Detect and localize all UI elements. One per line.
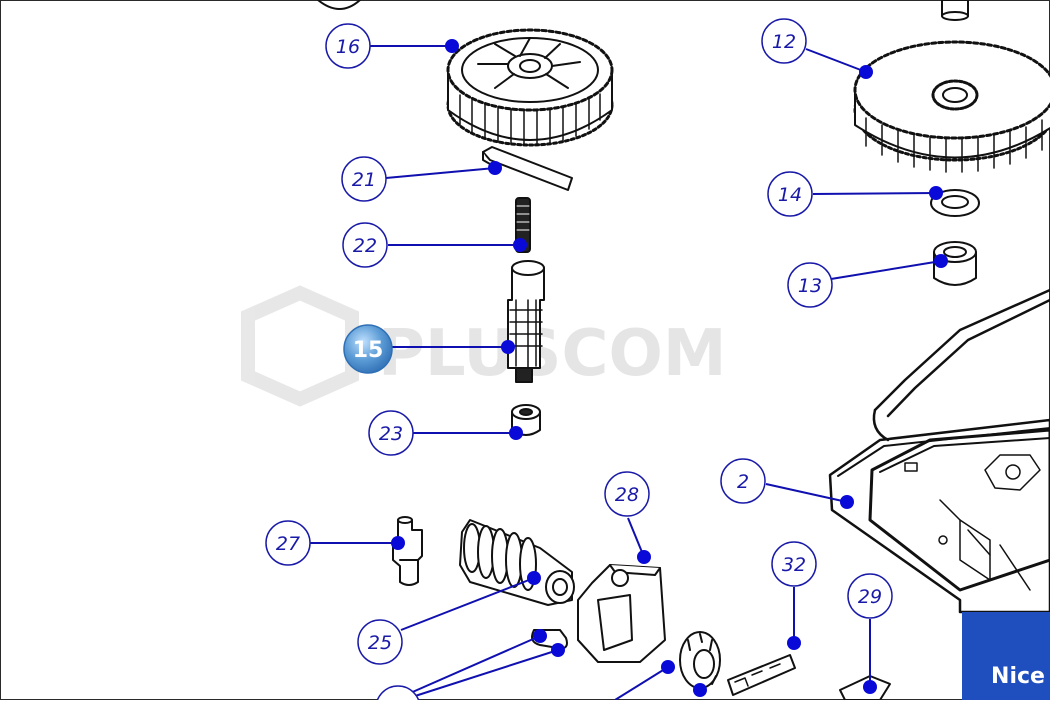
callout-22[interactable]: 22	[342, 222, 388, 268]
callout-21[interactable]: 21	[341, 156, 387, 202]
callout-32-label: 32	[782, 554, 806, 576]
callout-27[interactable]: 27	[265, 520, 311, 566]
part-28-bracket	[577, 564, 666, 663]
callout-12-label: 12	[772, 31, 796, 53]
callout-14[interactable]: 14	[767, 171, 813, 217]
callout-28[interactable]: 28	[604, 471, 650, 517]
callout-21-label: 21	[352, 169, 376, 191]
part-2-housing	[828, 288, 1050, 614]
anchor-dots	[391, 39, 948, 697]
callout-27-label: 27	[276, 533, 300, 555]
callout-15[interactable]: 15	[343, 324, 393, 374]
callout-15-label: 15	[353, 338, 384, 363]
callout-23-label: 23	[379, 423, 403, 445]
callout-13-label: 13	[798, 275, 822, 297]
brand-logo-text: Nice	[991, 664, 1045, 689]
callout-2[interactable]: 2	[720, 458, 766, 504]
part-top-pin	[941, 0, 969, 21]
callout-16[interactable]: 16	[325, 23, 371, 69]
callout-2-label: 2	[737, 471, 749, 493]
callout-25-label: 25	[368, 632, 392, 654]
callout-12[interactable]: 12	[761, 18, 807, 64]
part-bearing	[679, 631, 721, 689]
part-15-shaft	[507, 260, 545, 383]
part-12-gear	[853, 40, 1050, 173]
part-25-worm	[459, 519, 575, 606]
leader-lines	[310, 45, 942, 701]
part-top-cutoff	[317, 0, 361, 10]
callout-29[interactable]: 29	[847, 573, 893, 619]
callout-cutoff	[375, 685, 421, 705]
part-32-strip	[727, 654, 796, 696]
part-21-key	[482, 146, 573, 191]
part-27-pin	[392, 516, 423, 586]
callout-25[interactable]: 25	[357, 619, 403, 665]
callout-13[interactable]: 13	[787, 262, 833, 308]
callout-22-label: 22	[353, 235, 377, 257]
callout-14-label: 14	[778, 184, 802, 206]
part-16-gear	[446, 28, 614, 147]
brand-logo: Nice	[962, 612, 1050, 700]
watermark-text: PLUSCOM	[378, 317, 727, 391]
callout-32[interactable]: 32	[771, 541, 817, 587]
callout-16-label: 16	[336, 36, 360, 58]
callout-23[interactable]: 23	[368, 410, 414, 456]
callout-29-label: 29	[858, 586, 882, 608]
part-14-washer	[930, 189, 980, 217]
callout-28-label: 28	[615, 484, 639, 506]
watermark: PLUSCOM	[241, 285, 727, 407]
